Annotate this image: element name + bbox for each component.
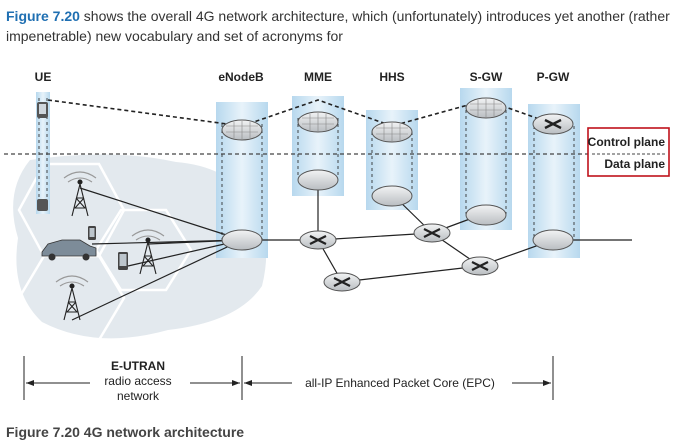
- pgw-router-icon: [532, 113, 574, 251]
- radio-tower-icon: [63, 171, 97, 217]
- phone-icon: [118, 252, 128, 270]
- eutran-line3: network: [117, 389, 160, 403]
- ue-column: [36, 92, 50, 214]
- network-diagram: UE eNodeB MME HHS S-GW P-GW: [4, 70, 670, 403]
- ue-label: UE: [35, 70, 52, 84]
- control-plane-label: Control plane: [588, 135, 666, 149]
- radio-tower-icon: [131, 229, 165, 275]
- core-router-icon: [461, 256, 499, 276]
- sgw-label: S-GW: [470, 70, 503, 84]
- core-router-icon: [413, 223, 451, 243]
- core-router-icon: [323, 272, 361, 292]
- pgw-label: P-GW: [537, 70, 570, 84]
- mme-router-icon: [297, 111, 339, 191]
- epc-label: all-IP Enhanced Packet Core (EPC): [305, 376, 495, 390]
- scale-arrowheads: [26, 380, 551, 386]
- sgw-router-icon: [465, 97, 507, 226]
- figure-link[interactable]: Figure 7.20: [6, 8, 80, 24]
- mme-label: MME: [304, 70, 332, 84]
- intro-text: shows the overall 4G network architectur…: [6, 8, 670, 44]
- plane-legend-box: [587, 127, 670, 177]
- data-plane-label: Data plane: [604, 157, 665, 171]
- radio-tower-icon: [55, 275, 89, 321]
- enodeb-label: eNodeB: [218, 70, 264, 84]
- hhs-router-icon: [371, 121, 413, 207]
- hhs-label: HHS: [379, 70, 404, 84]
- ue-phone-bottom-icon: [37, 199, 48, 211]
- phone-icon: [88, 226, 96, 240]
- intro-paragraph: Figure 7.20 shows the overall 4G network…: [6, 6, 671, 46]
- car-icon: [41, 239, 97, 261]
- core-router-icon: [299, 230, 337, 250]
- eutran-line2: radio access: [104, 374, 171, 388]
- figure-caption: Figure 7.20 4G network architecture: [6, 424, 245, 440]
- enodeb-router-icon: [221, 119, 263, 251]
- ue-phone-screen: [39, 104, 46, 114]
- eutran-title: E-UTRAN: [111, 359, 165, 373]
